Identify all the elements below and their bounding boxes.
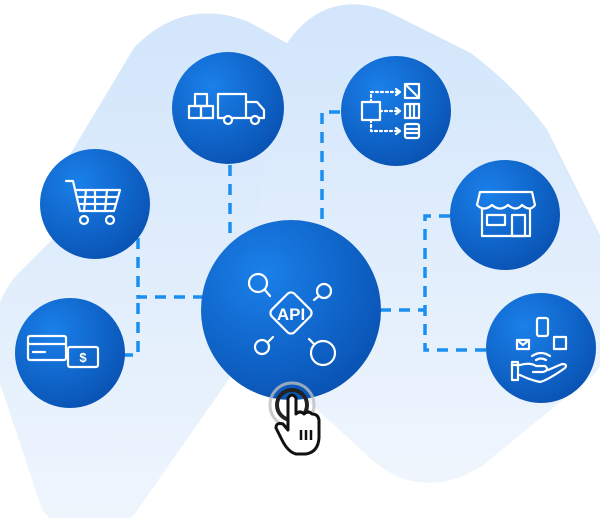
node-cart[interactable] [40, 149, 150, 259]
node-payment[interactable]: $ [15, 298, 125, 408]
api-label: API [277, 305, 305, 324]
hand-pointer-icon [268, 381, 321, 456]
api-network-icon [247, 272, 337, 367]
api-hub[interactable]: API [201, 220, 381, 400]
node-store[interactable] [450, 160, 560, 270]
storefront-icon [475, 190, 537, 238]
shopping-cart-icon [64, 179, 122, 226]
card-payment-icon: $ [26, 334, 100, 369]
delivery-truck-icon [187, 92, 266, 126]
node-omnichannel[interactable] [486, 293, 596, 403]
svg-text:$: $ [79, 350, 87, 365]
workflow-routing-icon [360, 82, 421, 140]
connectors [122, 110, 488, 357]
node-delivery[interactable] [172, 52, 284, 164]
hand-devices-icon [510, 316, 568, 384]
node-workflow[interactable] [341, 56, 451, 166]
